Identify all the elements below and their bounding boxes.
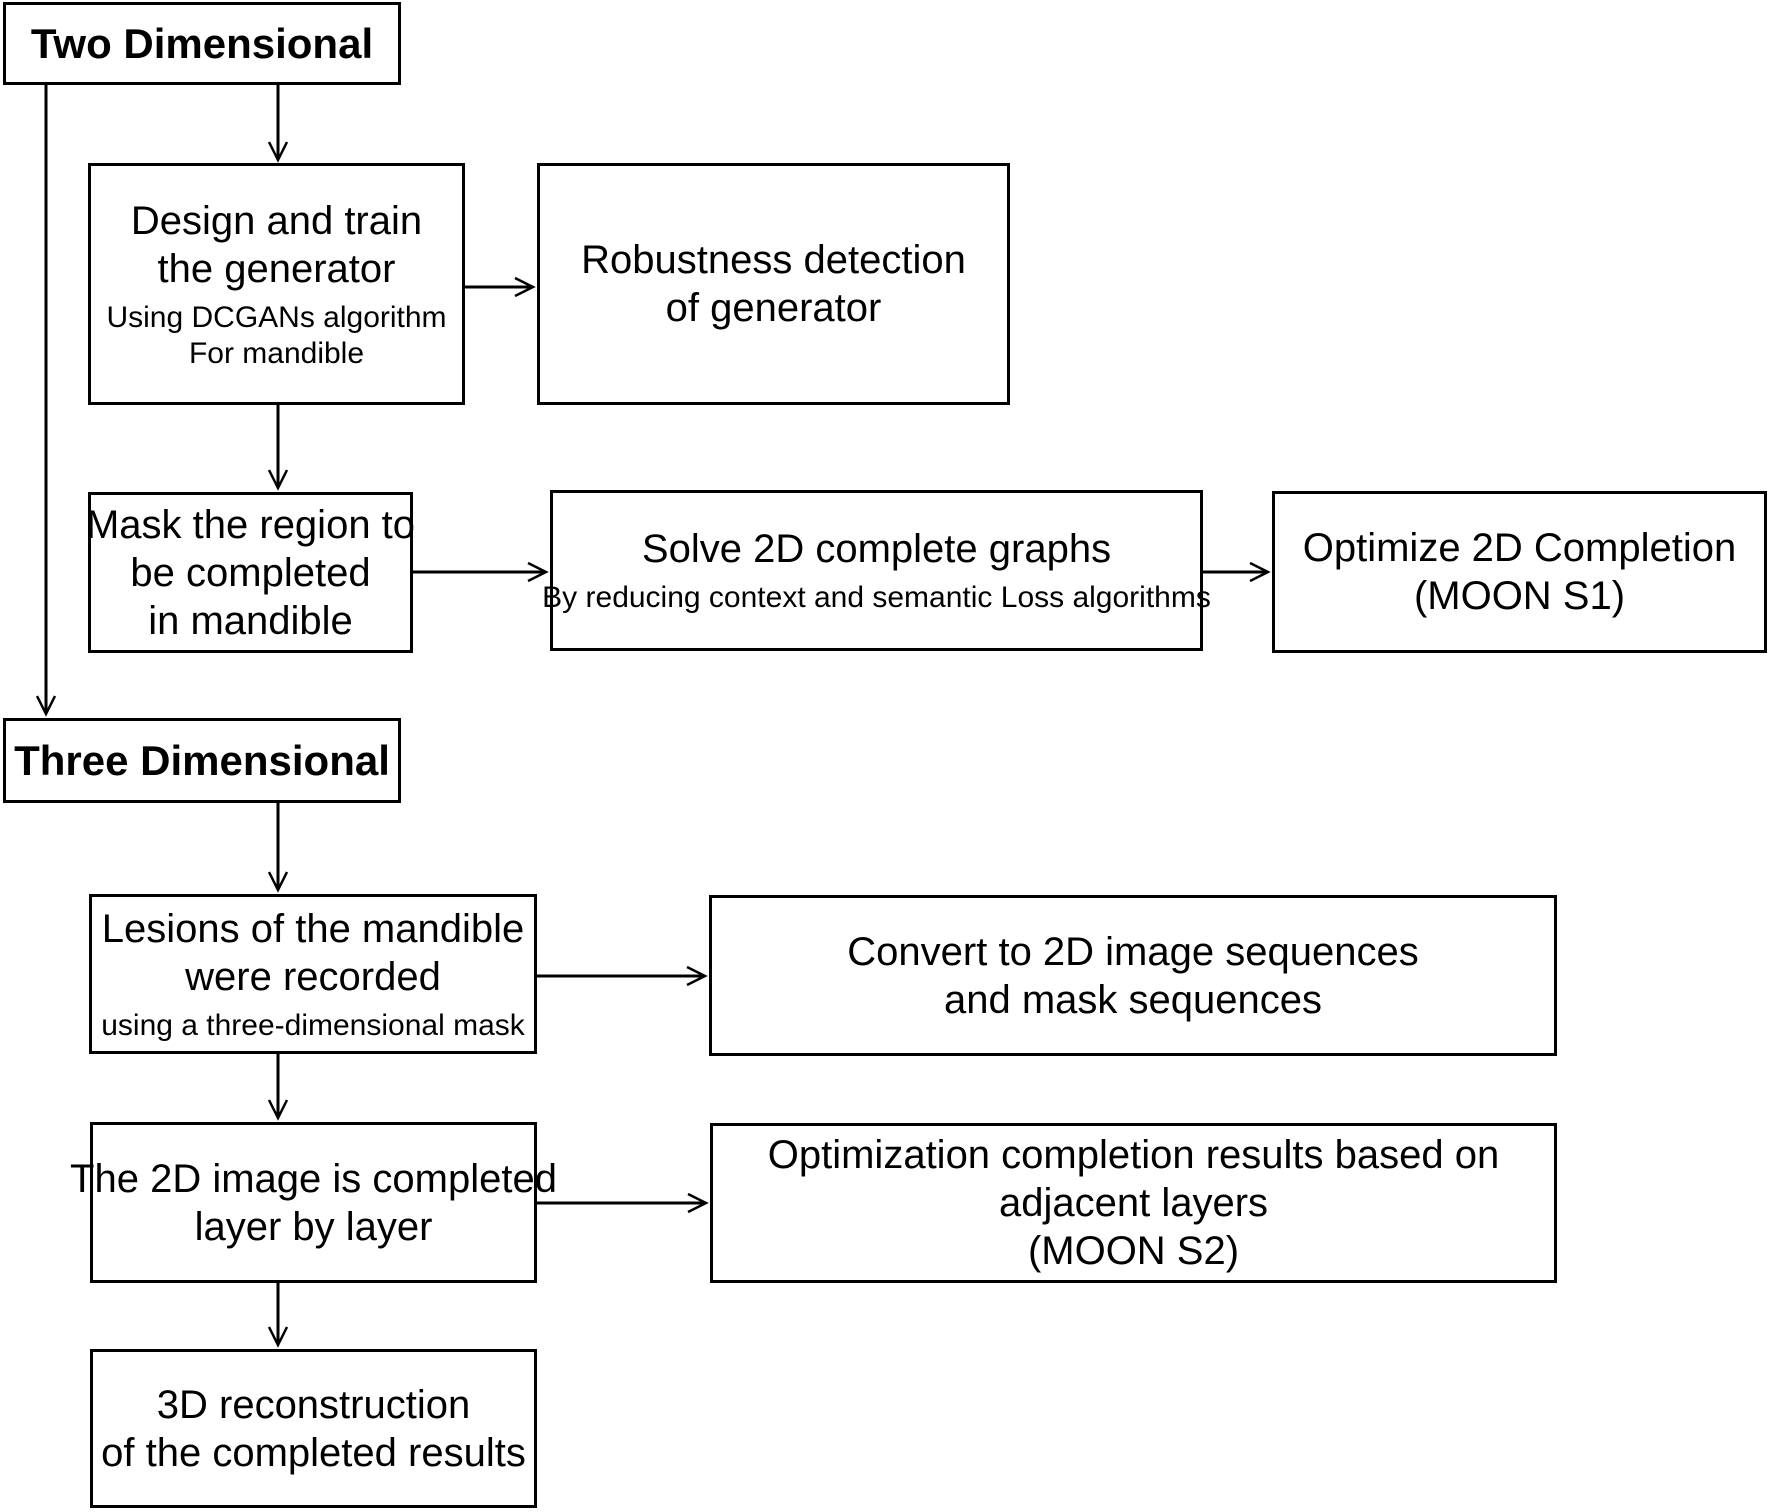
node-title: Three Dimensional: [14, 736, 390, 784]
node-line: the generator: [157, 246, 396, 291]
node-line: in mandible: [148, 598, 353, 643]
node-line: For mandible: [188, 336, 365, 370]
node-subtext: using a three-dimensional mask: [101, 1008, 525, 1044]
node-line: Mask the region to: [85, 502, 416, 547]
node-line: The 2D image is completed: [70, 1156, 557, 1201]
node-lesions-recorded: Lesions of the mandible were recorded us…: [89, 894, 537, 1054]
node-line: By reducing context and semantic Loss al…: [542, 581, 1211, 614]
node-two-dimensional: Two Dimensional: [3, 2, 401, 85]
node-line: 3D reconstruction: [156, 1382, 471, 1427]
node-title: Two Dimensional: [30, 19, 374, 67]
node-three-dimensional: Three Dimensional: [3, 718, 401, 803]
node-line: Using DCGANs algorithm: [106, 300, 447, 334]
node-line: Solve 2D complete graphs: [641, 527, 1112, 571]
node-line: Optimize 2D Completion: [1302, 526, 1737, 570]
node-line: (MOON S1): [1413, 574, 1626, 618]
node-subtext: By reducing context and semantic Loss al…: [542, 580, 1211, 616]
node-line: of the completed results: [101, 1430, 526, 1475]
node-line: were recorded: [185, 954, 441, 999]
node-line: Convert to 2D image sequences: [847, 929, 1419, 974]
node-line: and mask sequences: [943, 977, 1322, 1022]
node-robustness-detection: Robustness detection of generator: [537, 163, 1010, 405]
node-line: layer by layer: [194, 1204, 433, 1249]
node-line: Lesions of the mandible: [101, 906, 525, 951]
node-line: Optimization completion results based on: [767, 1133, 1500, 1177]
node-line: be completed: [130, 550, 371, 595]
node-design-train: Design and train the generator Using DCG…: [88, 163, 465, 405]
node-3d-reconstruction: 3D reconstruction of the completed resul…: [90, 1349, 537, 1508]
node-line: using a three-dimensional mask: [101, 1008, 525, 1042]
node-optimize-2d-completion: Optimize 2D Completion (MOON S1): [1272, 491, 1767, 653]
node-line: (MOON S2): [1027, 1229, 1240, 1273]
node-mask-region: Mask the region to be completed in mandi…: [85, 492, 416, 653]
node-line: Robustness detection: [581, 238, 966, 282]
node-line: of generator: [665, 286, 882, 330]
node-line: Design and train: [130, 198, 423, 243]
node-2d-image-completed: The 2D image is completed layer by layer: [70, 1122, 557, 1283]
node-line: adjacent layers: [998, 1181, 1269, 1225]
node-optimization-results: Optimization completion results based on…: [710, 1123, 1557, 1283]
node-subtext: Using DCGANs algorithm For mandible: [106, 300, 446, 372]
node-solve-2d-graphs: Solve 2D complete graphs By reducing con…: [542, 490, 1211, 651]
node-convert-sequences: Convert to 2D image sequences and mask s…: [709, 895, 1557, 1056]
